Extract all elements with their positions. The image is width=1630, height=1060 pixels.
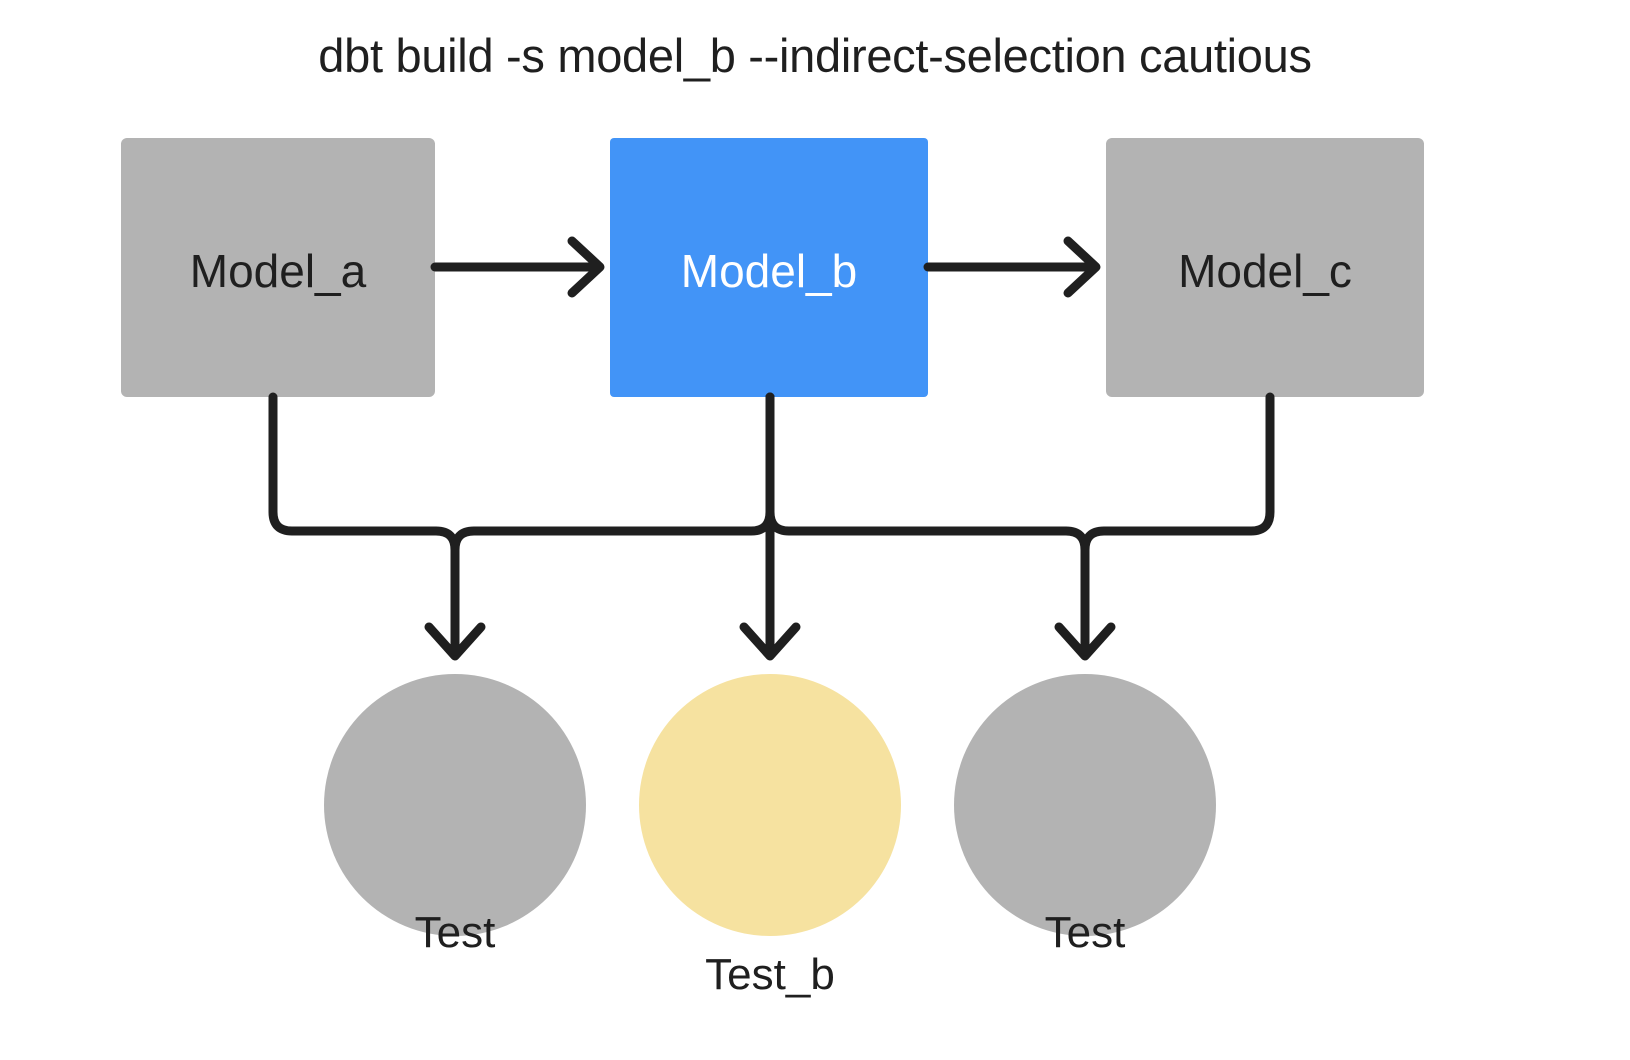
- edge-model-b-to-test-bc: [765, 392, 1116, 661]
- edge-model-b-to-model-c: [923, 236, 1101, 298]
- node-model-c-shape[interactable]: [1106, 138, 1424, 397]
- diagram-title: dbt build -s model_b --indirect-selectio…: [318, 29, 1312, 82]
- node-model-b-shape[interactable]: [610, 138, 928, 397]
- node-model-a-shape[interactable]: [121, 138, 435, 397]
- edge-model-a-to-model-b: [430, 236, 605, 298]
- node-test-b-shape[interactable]: [639, 674, 901, 936]
- edge-model-b-to-test-ab: [450, 392, 775, 656]
- node-test-bc-shape[interactable]: [954, 674, 1216, 936]
- edge-model-a-to-test-ab: [268, 392, 486, 661]
- edge-model-c-to-test-bc: [1080, 392, 1275, 656]
- node-test-ab-shape[interactable]: [324, 674, 586, 936]
